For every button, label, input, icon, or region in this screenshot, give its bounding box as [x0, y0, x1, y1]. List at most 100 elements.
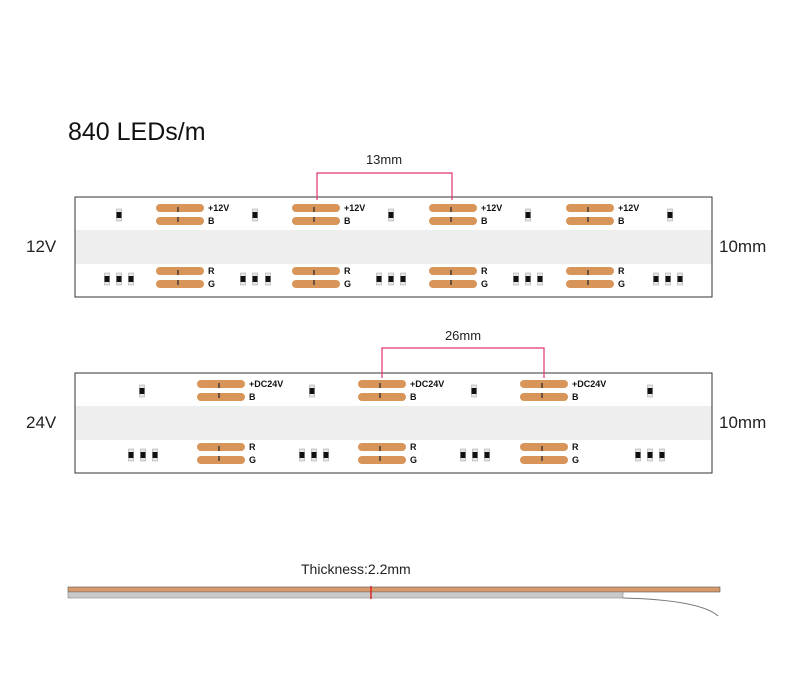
strip-led-band [75, 230, 712, 264]
chip-icon [152, 452, 158, 458]
chip-icon [513, 276, 519, 282]
profile-base-layer [67, 591, 624, 599]
pad-label: G [208, 279, 215, 289]
chip-icon [653, 276, 659, 282]
chip-icon [388, 212, 394, 218]
chip-icon [128, 276, 134, 282]
solder-pad [429, 204, 477, 212]
pad-label: R [208, 266, 215, 276]
thickness-label: Thickness:2.2mm [301, 561, 411, 577]
pad-label: +DC24V [249, 379, 283, 389]
page-title: 840 LEDs/m [68, 118, 206, 146]
pitch-label: 13mm [366, 152, 402, 167]
pad-label: B [344, 216, 351, 226]
solder-pad [566, 267, 614, 275]
pad-label: R [572, 442, 579, 452]
solder-pad [358, 380, 406, 388]
chip-icon [116, 212, 122, 218]
chip-icon [667, 212, 673, 218]
chip-icon [311, 452, 317, 458]
profile-copper-layer [67, 586, 721, 593]
chip-icon [677, 276, 683, 282]
solder-pad [358, 393, 406, 401]
chip-icon [484, 452, 490, 458]
solder-pad [520, 456, 568, 464]
solder-pad [292, 267, 340, 275]
pad-label: R [344, 266, 351, 276]
solder-pad [429, 217, 477, 225]
pad-label: R [618, 266, 625, 276]
solder-pad [566, 217, 614, 225]
solder-pad [197, 443, 245, 451]
chip-icon [252, 276, 258, 282]
solder-pad [156, 267, 204, 275]
chip-icon [376, 276, 382, 282]
width-label: 10mm [719, 413, 766, 432]
chip-icon [659, 452, 665, 458]
pad-label: R [410, 442, 417, 452]
solder-pad [292, 280, 340, 288]
solder-pad [292, 217, 340, 225]
pad-label: B [249, 392, 256, 402]
solder-pad [520, 443, 568, 451]
pad-label: +DC24V [410, 379, 444, 389]
chip-icon [309, 388, 315, 394]
pad-label: G [410, 455, 417, 465]
chip-icon [299, 452, 305, 458]
strip-led-band [75, 406, 712, 440]
solder-pad [292, 204, 340, 212]
chip-icon [647, 388, 653, 394]
chip-icon [525, 212, 531, 218]
chip-icon [116, 276, 122, 282]
pitch-label: 26mm [445, 328, 481, 343]
chip-icon [400, 276, 406, 282]
chip-icon [240, 276, 246, 282]
pad-label: +12V [344, 203, 365, 213]
chip-icon [665, 276, 671, 282]
pad-label: R [249, 442, 256, 452]
pad-label: B [481, 216, 488, 226]
pad-label: G [481, 279, 488, 289]
pad-label: G [618, 279, 625, 289]
pitch-dimension-line [316, 172, 453, 200]
thickness-profile: Thickness:2.2mm [67, 561, 721, 617]
chip-icon [472, 452, 478, 458]
chip-icon [139, 388, 145, 394]
pad-label: +12V [481, 203, 502, 213]
solder-pad [358, 456, 406, 464]
solder-pad [197, 456, 245, 464]
chip-icon [388, 276, 394, 282]
solder-pad [566, 204, 614, 212]
chip-icon [252, 212, 258, 218]
pad-label: B [208, 216, 215, 226]
pad-label: +12V [208, 203, 229, 213]
solder-pad [520, 380, 568, 388]
chip-icon [323, 452, 329, 458]
solder-pad [566, 280, 614, 288]
chip-icon [635, 452, 641, 458]
chip-icon [525, 276, 531, 282]
pad-label: R [481, 266, 488, 276]
chip-icon [265, 276, 271, 282]
profile-peel-edge [622, 597, 719, 617]
solder-pad [156, 204, 204, 212]
voltage-label: 24V [26, 413, 57, 432]
chip-icon [537, 276, 543, 282]
pad-label: G [249, 455, 256, 465]
chip-icon [471, 388, 477, 394]
chip-icon [104, 276, 110, 282]
solder-pad [429, 280, 477, 288]
solder-pad [156, 280, 204, 288]
chip-icon [140, 452, 146, 458]
voltage-label: 12V [26, 237, 57, 256]
pad-label: +DC24V [572, 379, 606, 389]
pad-label: B [572, 392, 579, 402]
pad-label: B [618, 216, 625, 226]
solder-pad [520, 393, 568, 401]
solder-pad [429, 267, 477, 275]
solder-pad [197, 393, 245, 401]
